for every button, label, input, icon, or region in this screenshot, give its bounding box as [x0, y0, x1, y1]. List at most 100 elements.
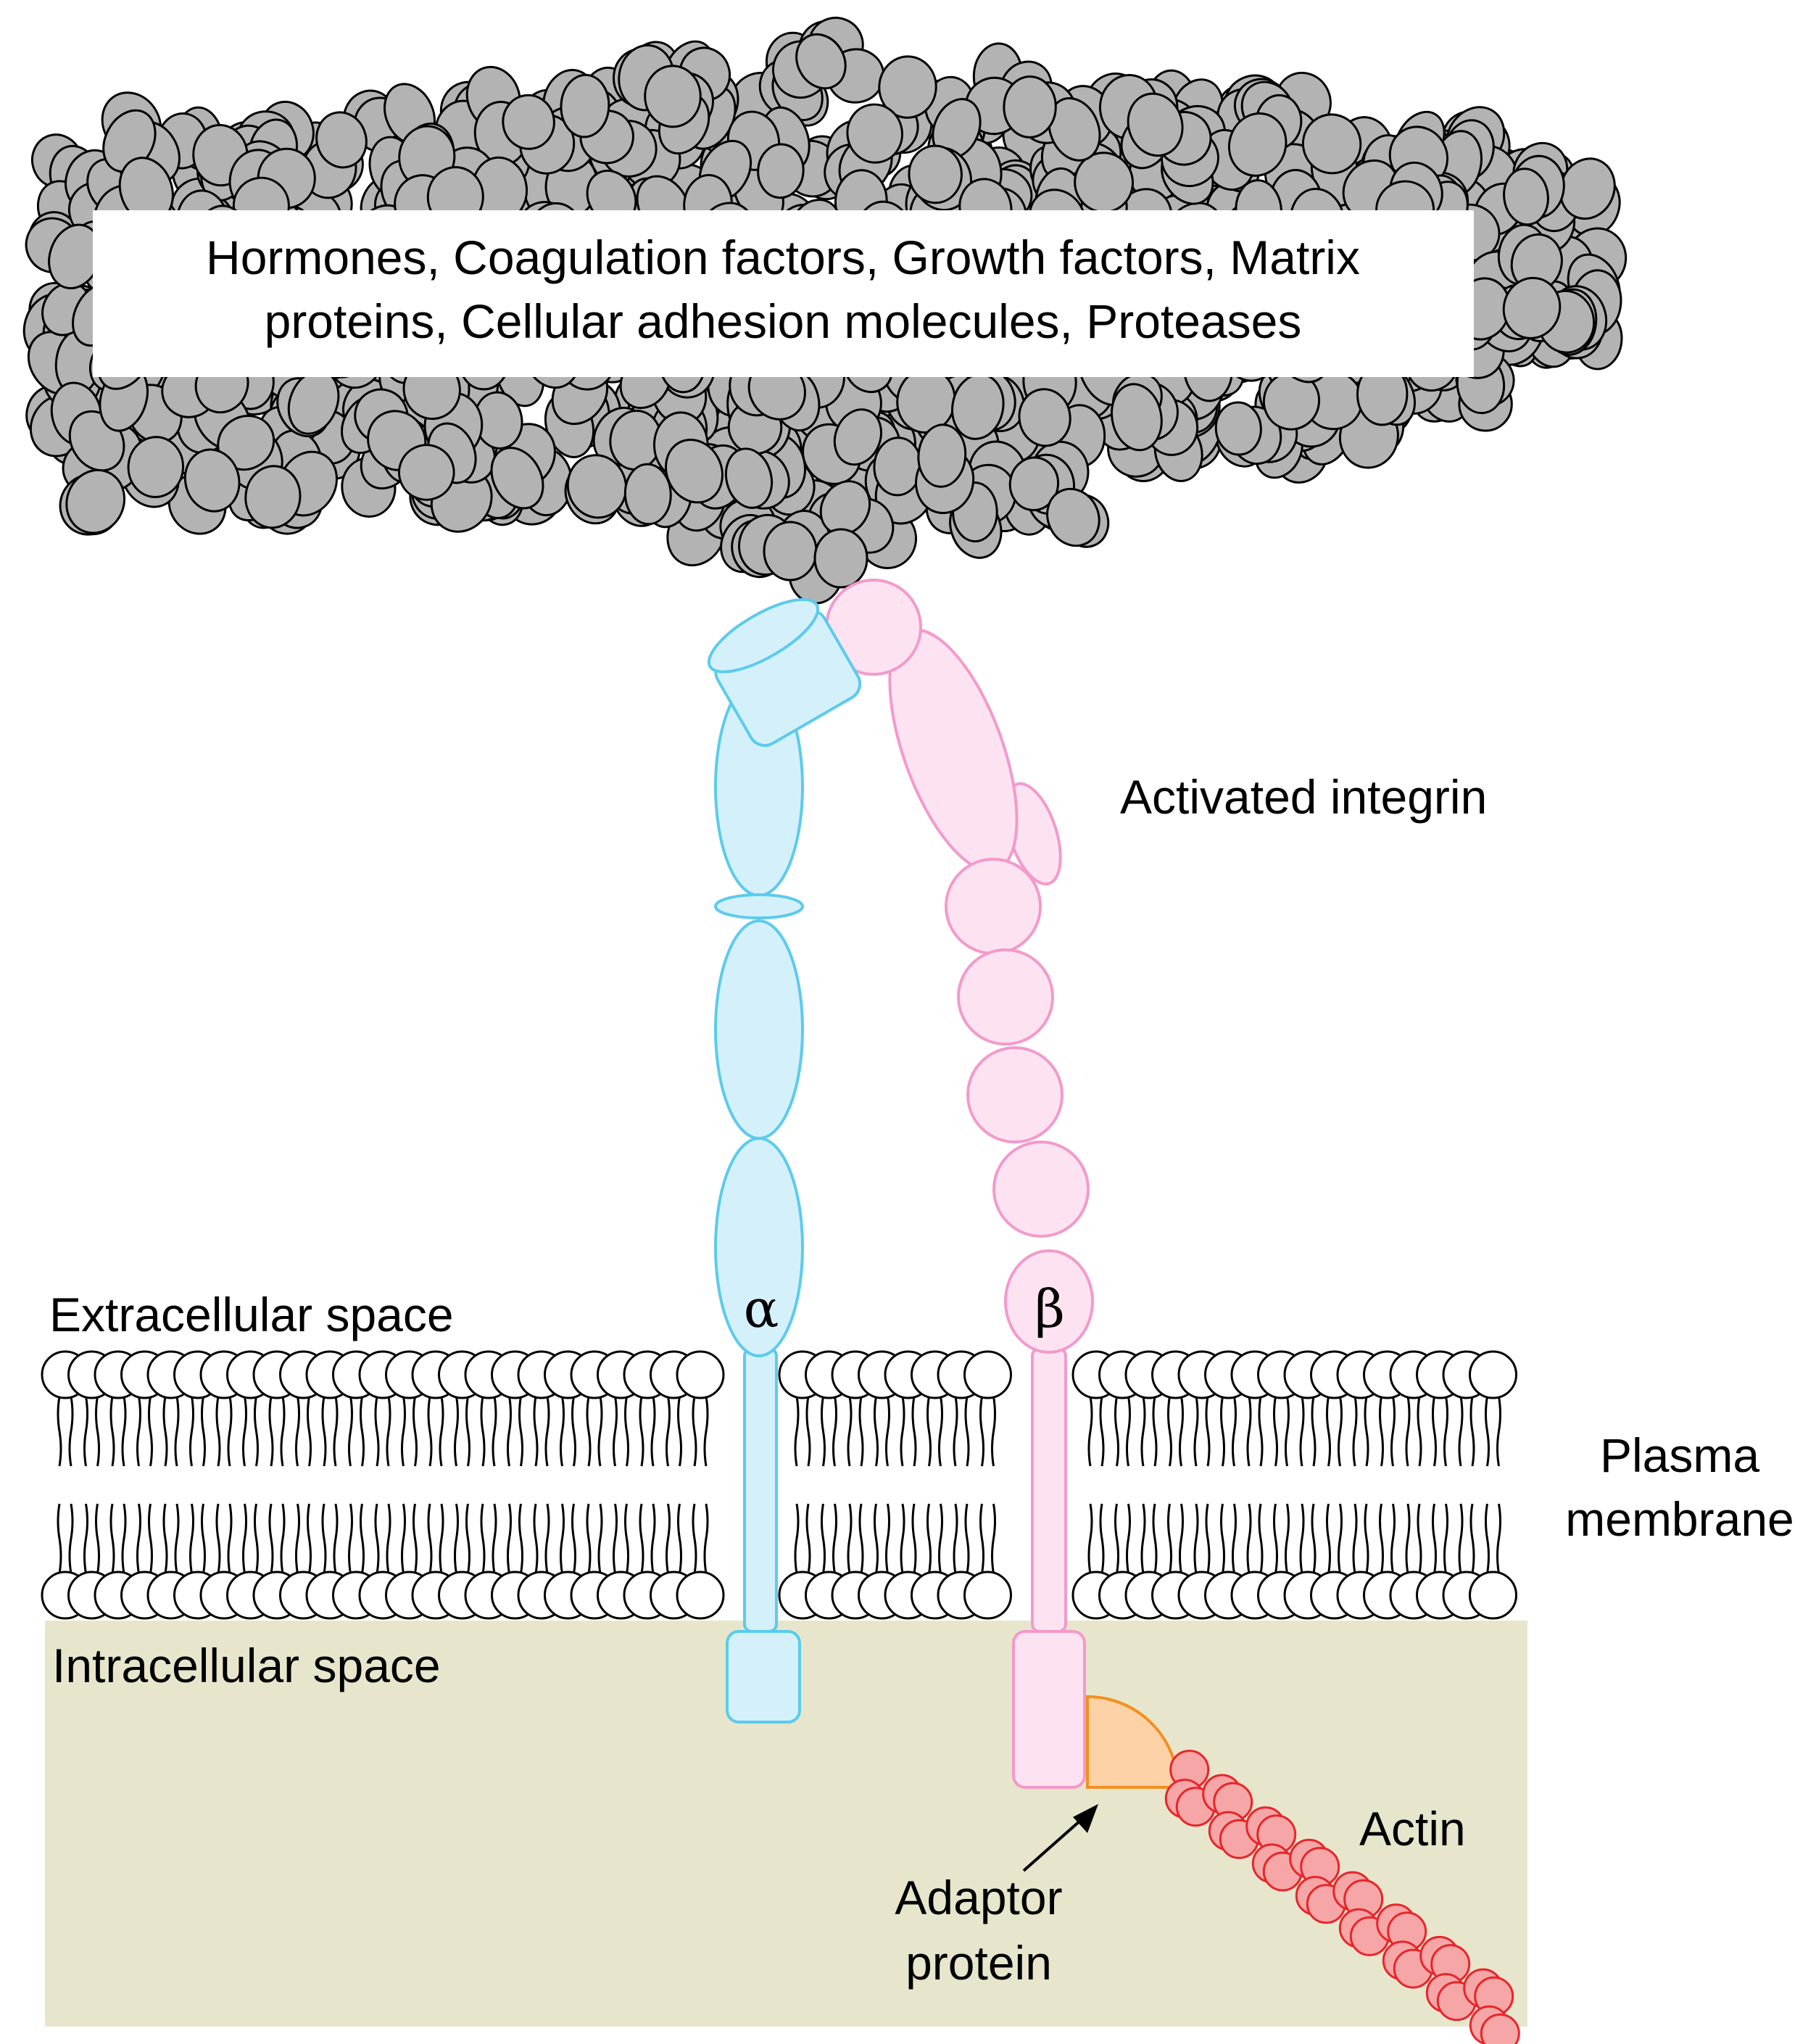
lipid-tail-upper [703, 1396, 709, 1467]
lipid-tail-upper [201, 1396, 206, 1467]
lipid-tail-lower [1485, 1503, 1490, 1574]
ligand-label-line-2: proteins, Cellular adhesion molecules, P… [265, 294, 1302, 348]
lipid-tail-upper [533, 1396, 539, 1467]
lipid-tail-upper [1326, 1396, 1331, 1467]
lipid-tail-upper [874, 1396, 879, 1467]
actin-filament [1164, 1750, 1520, 2044]
lipid-head-upper [1469, 1350, 1517, 1399]
lipid-tail-lower [991, 1503, 996, 1574]
lipid-tail-lower [518, 1503, 523, 1574]
lipid-tail-lower [465, 1503, 470, 1574]
lipid-tail-upper [650, 1396, 656, 1467]
lipid-tail-upper [374, 1396, 380, 1467]
beta-domain-egf-2 [957, 948, 1054, 1046]
lipid-tail-lower [321, 1503, 327, 1574]
lipid-tail-lower [666, 1503, 671, 1574]
lipid-tail-upper [360, 1396, 365, 1467]
lipid-tail-upper [858, 1396, 864, 1467]
lipid-tail-upper [1485, 1396, 1490, 1467]
actin-label: Actin [1359, 1802, 1466, 1855]
ligand-particle-1070 [644, 65, 702, 128]
lipid-tail-lower [1352, 1503, 1358, 1574]
lipid-tail-lower [507, 1503, 512, 1574]
lipid-tail-lower [307, 1503, 312, 1574]
lipid-tail-upper [136, 1396, 141, 1467]
lipid-head-lower [1469, 1571, 1517, 1620]
lipid-tail-lower [295, 1503, 300, 1574]
lipid-tail-upper [295, 1396, 300, 1467]
lipid-tail-upper [95, 1396, 100, 1467]
lipid-head-lower [676, 1571, 725, 1620]
lipid-tail-upper [597, 1396, 603, 1467]
lipid-tail-upper [586, 1396, 592, 1467]
lipid-tail-lower [1458, 1503, 1464, 1574]
lipid-tail-upper [227, 1396, 233, 1467]
lipid-tail-lower [242, 1503, 247, 1574]
lipid-tail-lower [162, 1503, 168, 1574]
lipid-tail-lower [544, 1503, 550, 1574]
lipid-tail-lower [268, 1503, 274, 1574]
lipid-tail-upper [1152, 1396, 1158, 1467]
lipid-tail-upper [427, 1396, 433, 1467]
lipid-tail-lower [624, 1503, 629, 1574]
lipid-tail-lower [805, 1503, 811, 1574]
alpha-domain-genu [714, 893, 804, 919]
lipid-tail-lower [174, 1503, 180, 1574]
lipid-tail-lower [885, 1503, 890, 1574]
lipid-tail-lower [1258, 1503, 1264, 1574]
lipid-tail-lower [374, 1503, 380, 1574]
lipid-tail-upper [938, 1396, 943, 1467]
lipid-tail-lower [427, 1503, 433, 1574]
plasma-membrane-label-line-1: Plasma [1600, 1428, 1759, 1482]
lipid-tail-upper [692, 1396, 697, 1467]
lipid-tail-upper [1087, 1396, 1093, 1467]
lipid-tail-upper [268, 1396, 274, 1467]
lipid-tail-upper [189, 1396, 194, 1467]
lipid-tail-lower [1205, 1503, 1211, 1574]
ligand-label-line-1: Hormones, Coagulation factors, Growth fa… [206, 231, 1360, 284]
beta-domain-egf-4 [992, 1141, 1090, 1238]
lipid-tail-lower [121, 1503, 127, 1574]
lipid-tail-lower [68, 1503, 74, 1574]
lipid-tail-lower [692, 1503, 697, 1574]
lipid-head-lower [963, 1571, 1012, 1620]
lipid-head-upper [963, 1350, 1012, 1399]
lipid-tail-upper [321, 1396, 327, 1467]
lipid-tail-upper [1432, 1396, 1437, 1467]
adaptor-protein-label-line-1: Adaptor [895, 1871, 1062, 1924]
ligand-particle-1087 [623, 463, 672, 526]
lipid-tail-upper [1390, 1396, 1396, 1467]
extracellular-space-label: Extracellular space [49, 1288, 454, 1341]
ligand-particle-1071 [917, 423, 967, 488]
lipid-tail-upper [507, 1396, 512, 1467]
lipid-tail-lower [858, 1503, 864, 1574]
lipid-tail-upper [174, 1396, 180, 1467]
lipid-tail-lower [401, 1503, 406, 1574]
adaptor-protein-label-line-2: protein [905, 1936, 1052, 1990]
lipid-tail-lower [1364, 1503, 1369, 1574]
lipid-tail-lower [1496, 1503, 1501, 1574]
lipid-tail-upper [1167, 1396, 1172, 1467]
actin-monomer-30 [1480, 2013, 1520, 2044]
ligand-particle-1030 [1227, 112, 1288, 177]
lipid-tail-lower [847, 1503, 853, 1574]
lipid-tail-lower [1273, 1503, 1278, 1574]
lipid-tail-lower [1285, 1503, 1290, 1574]
lipid-tail-upper [307, 1396, 312, 1467]
lipid-tail-lower [1311, 1503, 1317, 1574]
lipid-tail-lower [1167, 1503, 1172, 1574]
lipid-tail-upper [348, 1396, 353, 1467]
integrin-beta-subunit [825, 579, 1094, 1789]
ligand-particle-873 [878, 55, 937, 119]
lipid-tail-upper [1193, 1396, 1199, 1467]
alpha-propeller-top-face [707, 597, 820, 674]
lipid-tail-lower [1114, 1503, 1119, 1574]
lipid-tail-lower [1338, 1503, 1343, 1574]
lipid-tail-upper [1311, 1396, 1317, 1467]
lipid-tail-upper [1443, 1396, 1448, 1467]
lipid-tail-upper [1285, 1396, 1290, 1467]
lipid-tail-lower [454, 1503, 459, 1574]
lipid-tail-lower [201, 1503, 206, 1574]
ligand-label-box: Hormones, Coagulation factors, Growth fa… [93, 210, 1474, 377]
